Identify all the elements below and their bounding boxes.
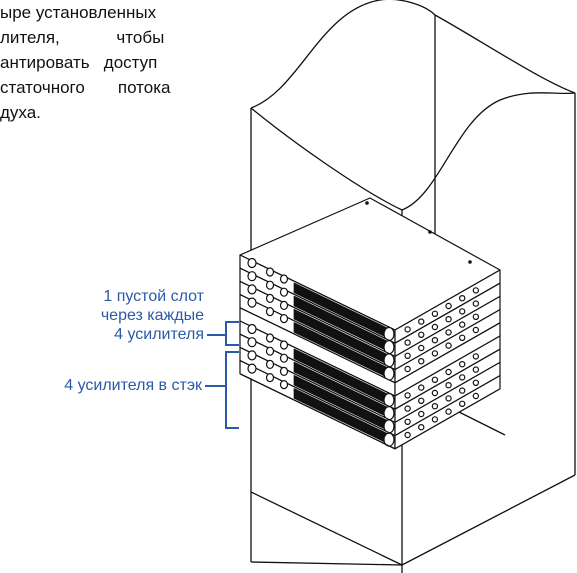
rear-connector-icon (472, 379, 480, 386)
rear-connector-icon (431, 310, 439, 317)
rear-connector-icon (445, 302, 452, 310)
rear-connector-icon (472, 313, 480, 320)
knob-icon (265, 267, 275, 277)
callout-empty-line-1: 1 пустой слот (103, 288, 204, 305)
intro-line-4: статочного потока (0, 78, 171, 97)
cabinet-top-wave (250, 0, 436, 109)
intro-line-5: духа. (0, 103, 41, 122)
front-handle-icon (247, 363, 257, 374)
knob-icon (279, 366, 289, 376)
amplifier-stack (239, 197, 501, 450)
bracket-stack (225, 351, 239, 429)
knob-icon (279, 353, 289, 363)
rear-connector-icon (418, 410, 425, 418)
rear-connector-icon (404, 392, 411, 399)
rear-connector-icon (459, 308, 466, 315)
knob-icon (279, 314, 289, 324)
rear-connector-icon (431, 389, 439, 397)
rear-connector-icon (459, 321, 466, 328)
rear-connector-icon (418, 318, 425, 325)
rear-connector-icon (472, 392, 480, 400)
rear-connector-icon (459, 387, 466, 394)
rear-connector-icon (418, 424, 425, 431)
knob-icon (279, 380, 289, 390)
rear-connector-icon (445, 395, 452, 402)
rear-connector-icon (431, 350, 439, 357)
rear-connector-icon (431, 323, 439, 331)
callout-empty-line-3: 4 усилителя (114, 326, 204, 343)
amplifier-stack-bottom (239, 373, 396, 450)
rear-connector-icon (445, 408, 452, 415)
knob-icon (265, 346, 275, 356)
rear-connector-icon (459, 374, 466, 381)
rear-connector-icon (472, 287, 480, 294)
intro-line-3: антировать доступ (0, 53, 158, 72)
rear-connector-icon (472, 300, 480, 307)
rear-connector-icon (445, 382, 452, 389)
rear-connector-icon (404, 418, 411, 425)
rear-connector-icon (445, 342, 452, 349)
rear-connector-icon (418, 331, 425, 338)
lid-screw (468, 260, 472, 264)
rear-connector-icon (404, 365, 411, 373)
callout-stack: 4 усилителя в стэк (64, 377, 202, 394)
knob-icon (265, 280, 275, 290)
rear-connector-icon (431, 416, 439, 423)
rear-connector-icon (472, 353, 480, 360)
rear-connector-icon (459, 295, 466, 302)
knob-icon (279, 274, 289, 284)
front-handle-icon (247, 257, 257, 269)
intro-line-1: ыре установленных (0, 3, 157, 22)
callout-empty-line-2: через каждые (100, 307, 204, 324)
rear-connector-icon (418, 397, 425, 404)
rear-connector-icon (431, 403, 439, 410)
rear-connector-icon (418, 344, 425, 352)
rear-connector-icon (404, 326, 411, 333)
knob-icon (265, 293, 275, 303)
intro-paragraph: ыре установленных лителя, чтобы антирова… (0, 0, 230, 125)
front-handle-icon (247, 337, 257, 348)
cabinet-top-wave (434, 14, 576, 94)
knob-icon (279, 340, 289, 350)
front-handle-icon (247, 323, 257, 335)
front-handle-icon (247, 284, 257, 295)
rear-connector-icon (431, 376, 439, 383)
knob-icon (265, 333, 275, 343)
front-handle-icon (247, 350, 257, 361)
cabinet-bottom (250, 561, 403, 566)
rear-connector-icon (459, 361, 466, 368)
rear-connector-icon (445, 316, 452, 323)
front-handle-icon (247, 297, 257, 308)
knob-icon (265, 307, 275, 317)
rear-connector-icon (431, 337, 439, 344)
knob-icon (265, 373, 275, 383)
callout-brackets (205, 321, 239, 429)
front-handle-icon (247, 271, 257, 282)
cabinet-top-wave (250, 107, 403, 211)
rear-connector-icon (404, 405, 411, 412)
rear-connector-icon (404, 431, 411, 439)
knob-icon (279, 287, 289, 297)
rear-connector-icon (418, 384, 425, 391)
rear-connector-icon (404, 339, 411, 346)
cabinet-top-wave (401, 92, 576, 211)
rear-connector-icon (418, 358, 425, 365)
cabinet-bottom (250, 474, 576, 566)
knob-icon (265, 359, 275, 369)
rear-connector-icon (459, 400, 466, 407)
rear-connector-icon (459, 334, 466, 341)
intro-line-2: лителя, чтобы (0, 28, 165, 47)
lid-screw (428, 230, 432, 234)
lid-screw (365, 201, 369, 205)
rear-connector-icon (404, 352, 411, 359)
bracket-empty-slot (225, 321, 239, 346)
callout-empty-slot: 1 пустой слот через каждые 4 усилителя (40, 287, 204, 344)
rear-connector-icon (445, 368, 452, 376)
rear-connector-icon (445, 329, 452, 336)
rear-connector-icon (472, 366, 480, 373)
knob-icon (279, 300, 289, 310)
rear-connector-icon (472, 326, 480, 334)
